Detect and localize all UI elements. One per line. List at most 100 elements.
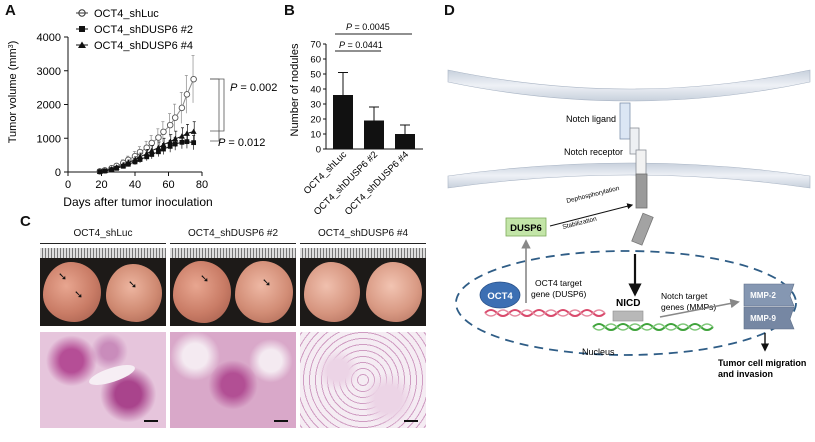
data-point xyxy=(190,128,197,134)
legend-marker-shdusp6-2 xyxy=(79,26,85,32)
lung-lobe-left xyxy=(173,261,231,323)
data-point xyxy=(183,130,190,136)
notch-receptor-intracellular xyxy=(635,173,648,209)
legend-label-shdusp6-2: OCT4_shDUSP6 #2 xyxy=(94,24,193,36)
panel-label-b: B xyxy=(284,2,295,19)
bar xyxy=(395,134,415,149)
notch-ligand-label: Notch ligand xyxy=(566,114,616,124)
lung-lobe-left xyxy=(43,262,101,322)
legend-marker-shdusp6-4 xyxy=(78,41,86,48)
oct4-protein xyxy=(479,281,521,309)
oct4-target-line2: gene (DUSP6) xyxy=(531,289,586,299)
dusp6-label: DUSP6 xyxy=(510,223,542,234)
series-3 xyxy=(96,121,197,174)
signaling-diagram: Notch ligand Notch receptor DUSP6 Dephos… xyxy=(447,69,811,379)
upper-cell-membrane xyxy=(447,69,811,102)
notch-receptor-label: Notch receptor xyxy=(564,147,623,157)
data-point xyxy=(160,128,167,136)
data-point xyxy=(172,135,179,142)
nicd-complex xyxy=(612,310,644,322)
p-value-top: P = 0.002 xyxy=(230,82,277,94)
y-tick-label: 70 xyxy=(310,40,321,51)
y-tick-label: 2000 xyxy=(37,100,61,112)
y-tick-label: 60 xyxy=(310,55,321,66)
tumor-volume-y-axis-title: Tumor volume (mm3) xyxy=(7,41,19,144)
x-tick-label: 80 xyxy=(196,179,208,191)
bar xyxy=(364,120,384,149)
data-point xyxy=(132,156,138,163)
y-tick-label: 1000 xyxy=(37,133,61,145)
mmp9-shape xyxy=(743,306,795,330)
nodule-arrow-icon: ➘ xyxy=(262,277,272,289)
oct4-label: OCT4 xyxy=(487,291,513,302)
data-point xyxy=(96,168,103,174)
data-point xyxy=(178,133,185,139)
p-value-bottom: P = 0.012 xyxy=(218,137,265,149)
nodule-arrow-icon: ➘ xyxy=(200,273,210,285)
data-point xyxy=(184,139,190,145)
notch-receptor-extracellular xyxy=(629,127,640,155)
data-point xyxy=(190,75,197,83)
lung-photo-shdusp6-4 xyxy=(300,248,426,326)
nucleus-label: Nucleus xyxy=(582,347,615,357)
x-tick-label: 40 xyxy=(129,179,141,191)
lung-lobe-right xyxy=(106,264,162,322)
data-point xyxy=(167,138,174,145)
p-value-b2: P = 0.0045 xyxy=(346,22,390,32)
y-tick-label: 50 xyxy=(310,70,321,81)
data-point xyxy=(161,146,166,152)
nodule-arrow-icon: ➘ xyxy=(128,279,138,291)
data-point xyxy=(166,121,174,129)
bar xyxy=(333,95,353,149)
lung-lobe-right xyxy=(235,261,293,323)
y-tick-label: 10 xyxy=(310,130,321,141)
notch-to-mmp-arrow xyxy=(659,298,740,318)
nodule-arrow-icon: ➘ xyxy=(58,271,68,283)
nodules-y-axis-title: Number of nodules xyxy=(289,43,301,136)
nucleus-outline xyxy=(455,250,797,356)
data-point xyxy=(149,152,155,157)
data-point xyxy=(179,139,185,145)
nicd-label: NICD xyxy=(616,298,640,309)
lung-lobe-right xyxy=(366,262,422,322)
lung-lobe-left xyxy=(304,262,360,322)
data-point xyxy=(183,91,191,98)
data-point xyxy=(171,114,179,121)
lung-photo-shluc: ➘ ➘ ➘ xyxy=(40,248,166,326)
nodules-significance: P = 0.0441 P = 0.0045 xyxy=(335,22,412,52)
data-point xyxy=(108,165,115,172)
data-point xyxy=(191,140,197,146)
y-tick-label: 30 xyxy=(310,100,321,111)
data-point xyxy=(155,144,162,151)
tumor-volume-x-axis-title: Days after tumor inoculation xyxy=(63,195,212,209)
y-tick-label: 3000 xyxy=(37,66,61,78)
data-point xyxy=(156,149,161,155)
lung-photo-shdusp6-2: ➘ ➘ xyxy=(170,248,296,326)
panel-label-d: D xyxy=(444,2,455,19)
group-underline-shdusp6-4 xyxy=(300,243,426,244)
y-tick-label: 0 xyxy=(55,167,61,179)
y-tick-label: 20 xyxy=(310,115,321,126)
mmp2-shape xyxy=(743,283,795,307)
data-point xyxy=(125,159,132,165)
lower-cell-membrane xyxy=(447,162,811,189)
outcome-line1: Tumor cell migration xyxy=(718,358,806,368)
scale-bar xyxy=(144,420,158,422)
mmp2-label: MMP-2 xyxy=(750,291,776,300)
histology-shdusp6-2 xyxy=(170,332,296,428)
data-point xyxy=(155,134,162,141)
notch-receptor-segment xyxy=(635,149,647,177)
panel-label-c: C xyxy=(20,213,31,230)
oct4-target-line1: OCT4 target xyxy=(535,278,582,288)
group-underline-shluc xyxy=(40,243,166,244)
data-point xyxy=(160,141,167,148)
notch-target-line1: Notch target xyxy=(661,291,708,301)
x-tick-label: 0 xyxy=(65,179,71,191)
data-point xyxy=(144,154,150,160)
scale-bar xyxy=(404,420,418,422)
legend-label-shluc: OCT4_shLuc xyxy=(94,8,159,20)
p-value-b1: P = 0.0441 xyxy=(339,40,383,50)
data-point xyxy=(101,167,108,174)
